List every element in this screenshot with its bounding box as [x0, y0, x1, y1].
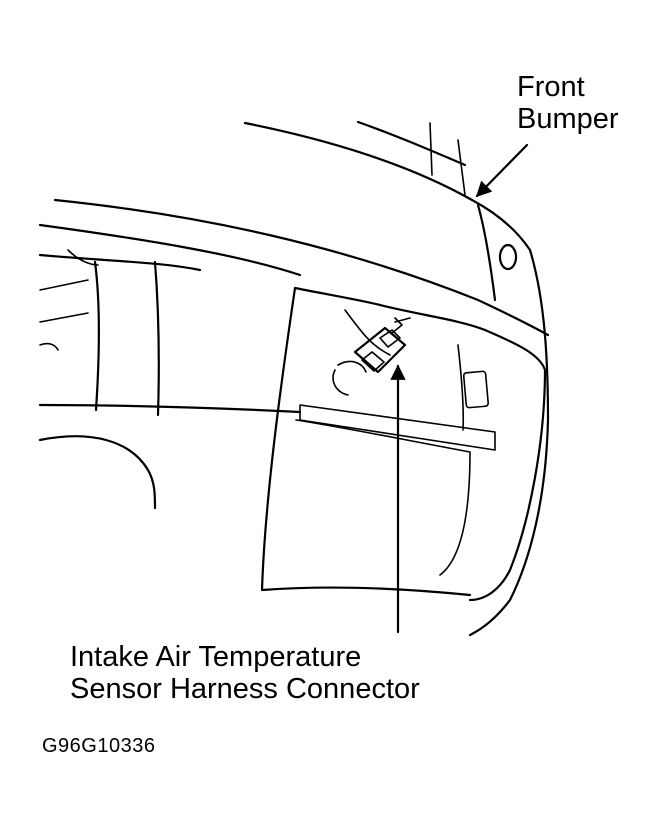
front-bumper-label-line1: Front [517, 71, 585, 103]
iat-connector-label: Intake Air Temperature Sensor Harness Co… [70, 641, 420, 706]
iat-sensor-connector [332, 309, 411, 396]
bumper-cover-outline [468, 198, 550, 637]
front-bumper-label-line2: Bumper [517, 102, 619, 135]
iat-connector-label-line2: Sensor Harness Connector [70, 672, 420, 705]
callout-leaders [390, 143, 529, 634]
figure-code: G96G10336 [42, 735, 156, 757]
hood-outline [243, 120, 474, 202]
iat-connector-label-line1: Intake Air Temperature [70, 641, 362, 673]
bumper-body-lines [38, 198, 550, 510]
grille-opening [260, 286, 547, 602]
front-bumper-arrow [475, 143, 529, 198]
front-bumper-label: Front Bumper [517, 71, 619, 136]
